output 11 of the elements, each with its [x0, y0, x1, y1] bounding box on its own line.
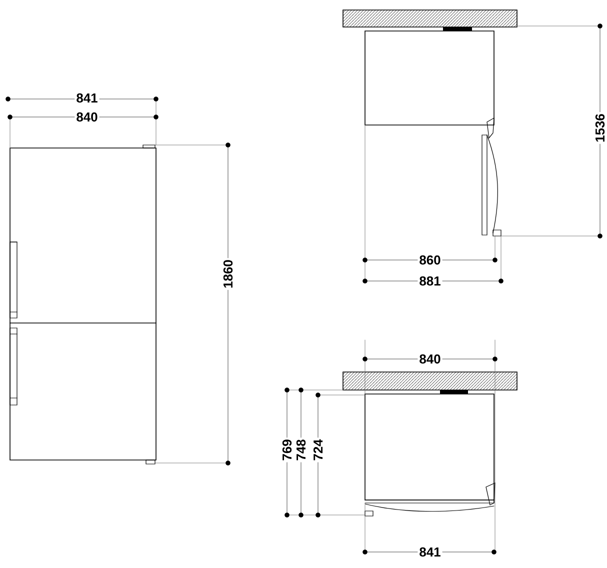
dimension-label: 841	[418, 546, 442, 558]
dimension-label: 1860	[222, 258, 234, 290]
dimension-label: 840	[74, 110, 100, 124]
dimension-label: 1536	[594, 112, 606, 144]
dimension-label: 841	[74, 92, 100, 104]
dimension-label: 724	[312, 438, 324, 462]
dimension-label: 748	[294, 438, 308, 462]
dimension-label: 881	[418, 274, 442, 288]
dimension-label: 840	[418, 352, 442, 366]
dimension-label: 860	[418, 254, 442, 266]
dimension-label: 769	[280, 438, 294, 462]
